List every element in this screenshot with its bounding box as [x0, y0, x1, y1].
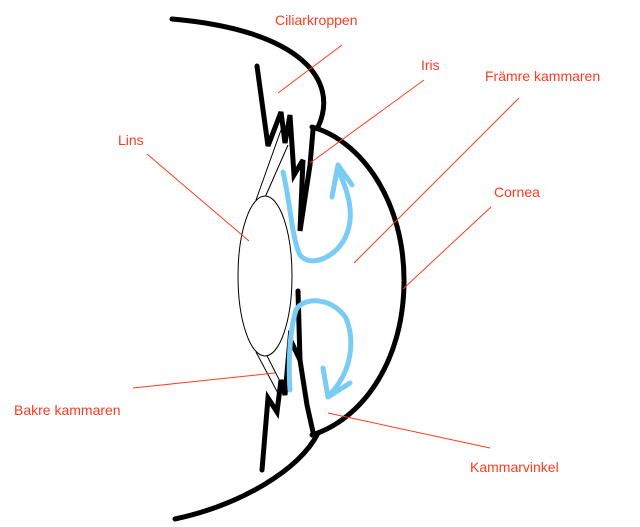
flow-arrow-upper	[283, 170, 350, 261]
leader-bakre-kammaren	[133, 373, 275, 388]
lens	[238, 196, 292, 356]
label-kammarvinkel: Kammarvinkel	[470, 459, 559, 475]
label-cornea: Cornea	[494, 184, 540, 200]
sclera-outline	[172, 19, 324, 127]
leader-iris	[310, 80, 424, 163]
sclera-outline-lower	[175, 433, 318, 519]
iris-lower-tip	[300, 360, 313, 432]
label-ciliarkroppen: Ciliarkroppen	[275, 12, 357, 28]
label-bakre-kammaren: Bakre kammaren	[14, 402, 121, 418]
label-iris: Iris	[421, 57, 440, 73]
leader-kammarvinkel	[328, 413, 490, 448]
leader-cornea	[403, 207, 491, 289]
leader-lins	[147, 154, 249, 241]
label-lins: Lins	[118, 132, 144, 148]
label-framre-kammaren: Främre kammaren	[485, 68, 600, 84]
